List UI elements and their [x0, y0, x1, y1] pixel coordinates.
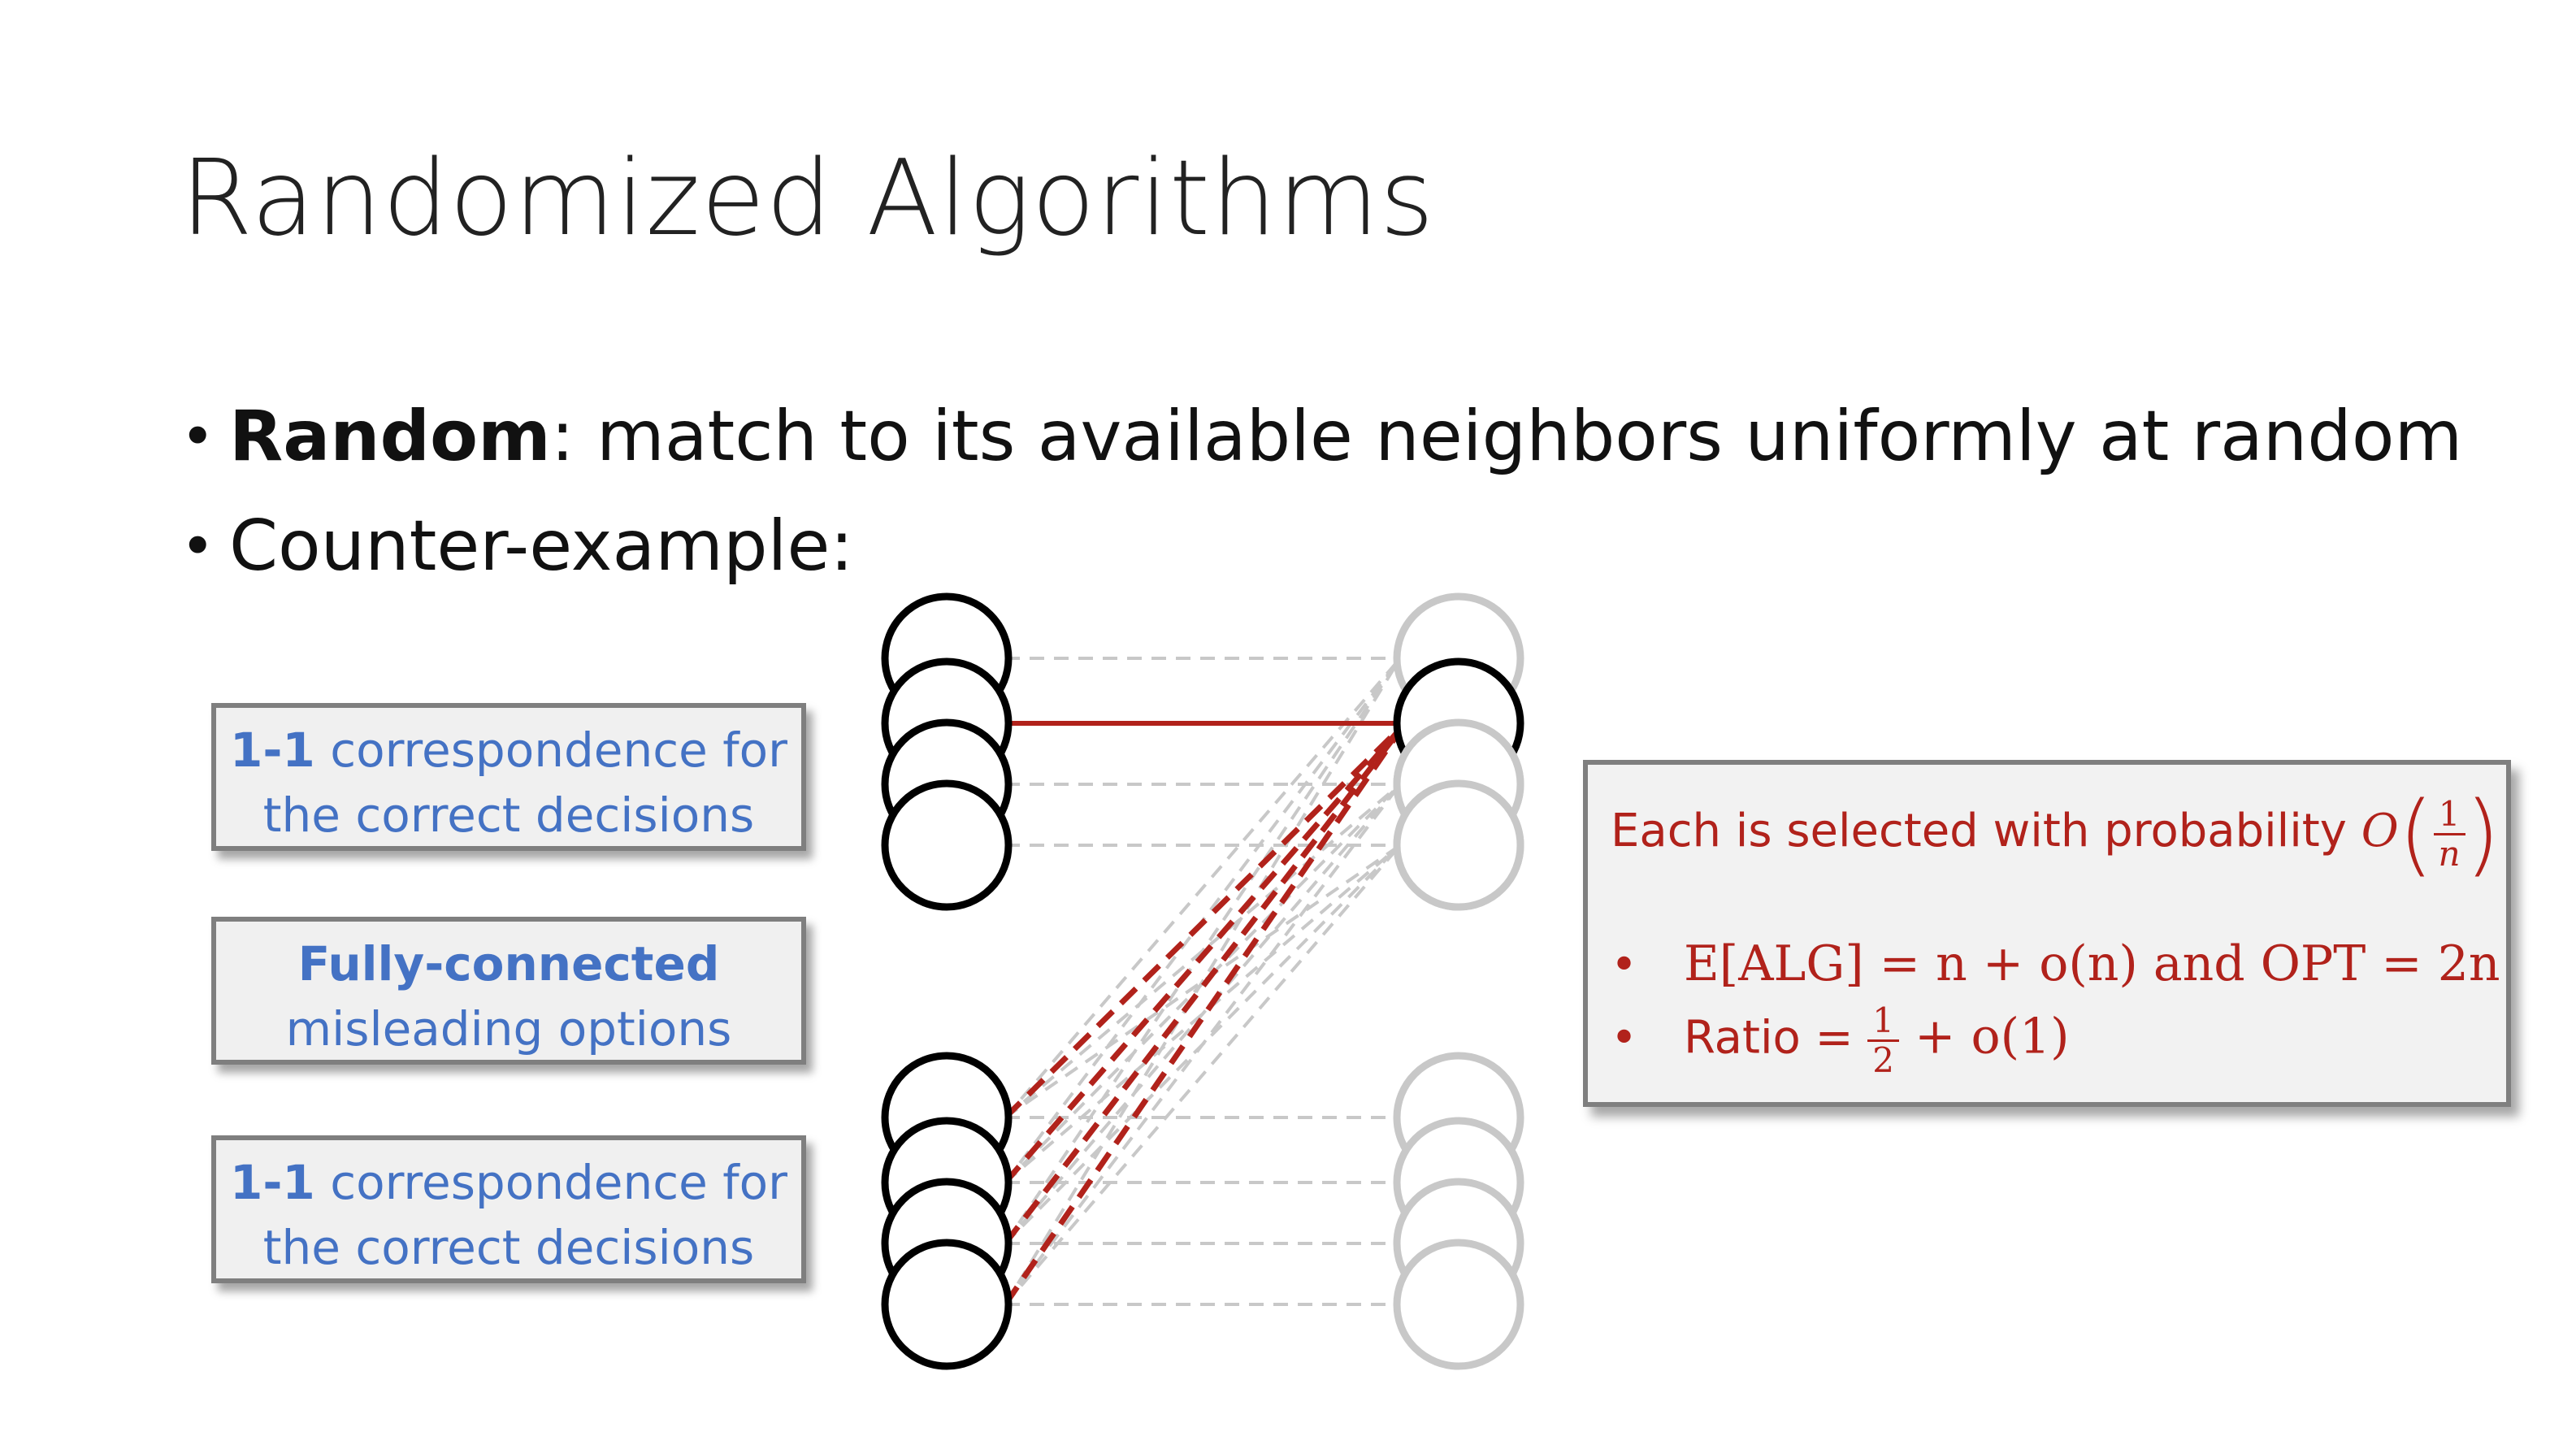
result-bullet-dot: • [1611, 1011, 1638, 1065]
label-box-bottom-line2: the correct decisions [262, 1220, 755, 1275]
result-bullet-dot: • [1611, 939, 1638, 992]
label-box-top-rest: correspondence for [314, 722, 787, 778]
bullet-dot: • [180, 512, 215, 580]
result-big-o: O [2361, 805, 2399, 858]
fraction-denominator: n [2438, 833, 2461, 874]
dashed-edge-misleading [1004, 657, 1402, 1245]
bullet-counter-example-text: Counter-example: [229, 506, 854, 587]
left-node-top [881, 779, 1013, 911]
label-box-top-bold: 1-1 [230, 722, 315, 778]
right-node-top [1393, 779, 1524, 911]
bullet-random-text: : match to its available neighbors unifo… [550, 396, 2463, 477]
label-box-top: 1-1 correspondence for the correct decis… [211, 703, 806, 851]
slide-title: Randomized Algorithms [180, 138, 1435, 259]
dashed-edge-red [1003, 721, 1407, 1185]
bullet-random-bold: Random [229, 396, 551, 477]
bullet-random: •Random: match to its available neighbor… [180, 382, 2462, 492]
result-ratio-label: Ratio = [1684, 1011, 1868, 1065]
right-paren: ) [2465, 782, 2500, 886]
left-node-bottom [881, 1239, 1013, 1370]
label-box-middle-bold: Fully-connected [297, 936, 720, 992]
label-box-bottom-bold: 1-1 [230, 1155, 315, 1210]
label-box-bottom: 1-1 correspondence for the correct decis… [211, 1135, 806, 1283]
label-box-bottom-line1: 1-1 correspondence for [216, 1150, 801, 1215]
label-box-bottom-rest: correspondence for [314, 1155, 787, 1210]
result-ratio-rest: + o(1) [1899, 1008, 2070, 1065]
result-expectation-text: E[ALG] = n + o(n) and OPT = 2n [1684, 935, 2500, 992]
label-box-top-line1: 1-1 correspondence for [216, 718, 801, 783]
dashed-edge-misleading [1004, 844, 1402, 1184]
dashed-edge-red [1003, 721, 1407, 1246]
right-node-bottom [1393, 1239, 1524, 1370]
result-probability-text: Each is selected with probability [1611, 805, 2361, 858]
fraction-numerator: 1 [2433, 795, 2465, 835]
dashed-edge-misleading [1004, 657, 1402, 1306]
label-box-middle: Fully-connected misleading options [211, 917, 806, 1065]
dashed-edge-misleading [1004, 783, 1402, 1245]
left-paren: ( [2398, 782, 2434, 886]
label-box-middle-line1: Fully-connected [216, 931, 801, 996]
fraction-numerator: 1 [1867, 1002, 1900, 1042]
fraction-denominator: 2 [1872, 1040, 1895, 1080]
dashed-edge-red [1003, 721, 1407, 1120]
result-line-expectation: • E[ALG] = n + o(n) and OPT = 2n [1611, 935, 2500, 992]
bullet-list: •Random: match to its available neighbor… [180, 382, 2462, 601]
dashed-edge-misleading [1004, 783, 1402, 1306]
bullet-dot: • [180, 402, 215, 471]
dashed-edge-misleading [1004, 844, 1402, 1306]
label-box-middle-line2: misleading options [285, 1001, 732, 1057]
bullet-counter-example: •Counter-example: [180, 492, 2462, 601]
dashed-edge-misleading [1004, 844, 1402, 1119]
label-box-top-line2: the correct decisions [262, 788, 755, 843]
dashed-edge-red [1003, 722, 1407, 1306]
dashed-edge-misleading [1004, 657, 1402, 1119]
